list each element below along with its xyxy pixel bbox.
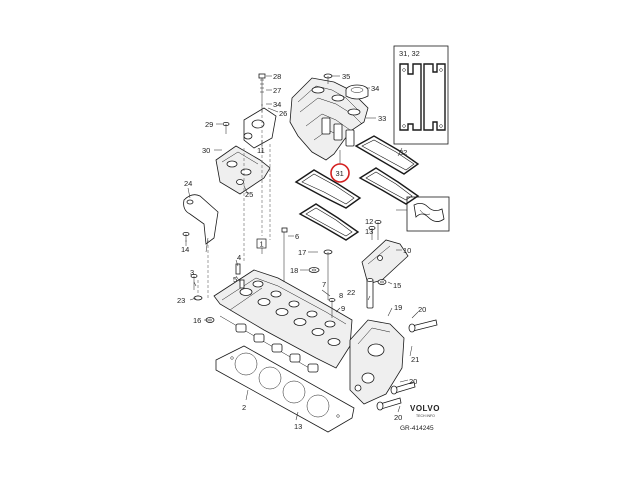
callout-11[interactable]: 11 <box>257 146 265 155</box>
plug-23 <box>193 295 203 301</box>
sleeve-5 <box>239 279 245 289</box>
callout-13[interactable]: 13 <box>365 227 373 236</box>
callout-30[interactable]: 30 <box>202 146 210 155</box>
brand-block: VOLVO TECH INFO GR-414245 <box>400 404 440 432</box>
timing-cover <box>349 319 405 405</box>
cover-bolt <box>323 73 333 84</box>
callout-21[interactable]: 21 <box>411 355 419 364</box>
stud-6 <box>281 227 288 282</box>
callout-16[interactable]: 16 <box>193 316 201 325</box>
callout-20-top[interactable]: 20 <box>418 305 426 314</box>
callout-2[interactable]: 2 <box>242 403 246 412</box>
assembly-axis-lines <box>197 110 271 300</box>
dowel-4 <box>235 263 241 275</box>
callout-8[interactable]: 8 <box>339 291 343 300</box>
callout-19[interactable]: 19 <box>394 303 402 312</box>
callout-3[interactable]: 3 <box>190 268 194 277</box>
seal-detail-inset <box>396 196 450 232</box>
callout-29[interactable]: 29 <box>205 120 213 129</box>
oil-filler-cap <box>345 84 369 100</box>
timing-belt-shield <box>361 239 409 285</box>
bolt-17 <box>323 249 333 300</box>
callout-33[interactable]: 33 <box>378 114 386 123</box>
leader-lines <box>185 75 419 421</box>
callout-labels: 28 27 34 26 29 30 11 25 24 14 35 34 33 3… <box>177 72 426 431</box>
bolt-12 <box>374 219 382 240</box>
volvo-logo: VOLVO <box>410 404 440 413</box>
callout-35[interactable]: 35 <box>342 72 350 81</box>
callout-18[interactable]: 18 <box>290 266 298 275</box>
valve-cover-gasket-right <box>354 135 420 205</box>
bracket <box>183 194 219 253</box>
callout-7[interactable]: 7 <box>322 280 326 289</box>
callout-10[interactable]: 10 <box>403 246 411 255</box>
camshaft-bearing-housing <box>215 145 271 195</box>
inset-label: 31, 32 <box>399 49 420 58</box>
callout-1[interactable]: 1 <box>260 240 264 249</box>
bearing-cap-upper <box>243 104 277 149</box>
washer-15 <box>377 279 387 285</box>
callout-1-box <box>256 238 267 249</box>
bolt-3 <box>190 273 198 290</box>
callout-34b[interactable]: 34 <box>371 84 379 93</box>
callout-31[interactable]: 31 <box>336 169 344 178</box>
inset-gasket-detail: 31, 32 <box>393 45 449 145</box>
small-bolt <box>222 122 230 134</box>
washer-18 <box>308 267 320 273</box>
callout-23[interactable]: 23 <box>177 296 185 305</box>
bolt-13 <box>368 225 376 240</box>
dowel-pin <box>366 278 374 309</box>
callout-34[interactable]: 34 <box>273 100 281 109</box>
bolt-20-mid <box>390 381 416 395</box>
callout-5[interactable]: 5 <box>233 275 237 284</box>
callout-20-low[interactable]: 20 <box>394 413 402 422</box>
callout-25[interactable]: 25 <box>245 190 253 199</box>
callout-22[interactable]: 22 <box>347 288 355 297</box>
callout-14[interactable]: 14 <box>181 245 189 254</box>
bolt-20-top <box>408 319 438 333</box>
callout-26[interactable]: 26 <box>279 109 287 118</box>
callout-17[interactable]: 17 <box>298 248 306 257</box>
callout-4[interactable]: 4 <box>237 253 241 262</box>
cylinder-head-gasket <box>215 345 355 433</box>
callout-12[interactable]: 12 <box>365 217 373 226</box>
brand-subtitle: TECH INFO <box>416 414 435 418</box>
callout-6[interactable]: 6 <box>295 232 299 241</box>
bolt-9 <box>328 298 336 318</box>
stud-bolt <box>258 73 266 106</box>
callout-31-highlight-ring <box>330 163 350 183</box>
valve-cover-gasket-left <box>294 169 362 241</box>
callout-15[interactable]: 15 <box>393 281 401 290</box>
callout-20-mid[interactable]: 20 <box>409 377 417 386</box>
bolt-20-low <box>376 397 402 411</box>
valve-bores <box>239 280 341 346</box>
cylinder-head <box>213 269 353 373</box>
callout-24[interactable]: 24 <box>184 179 192 188</box>
callout-9[interactable]: 9 <box>341 304 345 313</box>
callout-32[interactable]: 32 <box>399 148 407 157</box>
valve-cover <box>289 77 369 161</box>
callout-13b[interactable]: 13 <box>294 422 302 431</box>
figure-code: GR-414245 <box>400 425 434 432</box>
callout-28[interactable]: 28 <box>273 72 281 81</box>
callout-27[interactable]: 27 <box>273 86 281 95</box>
